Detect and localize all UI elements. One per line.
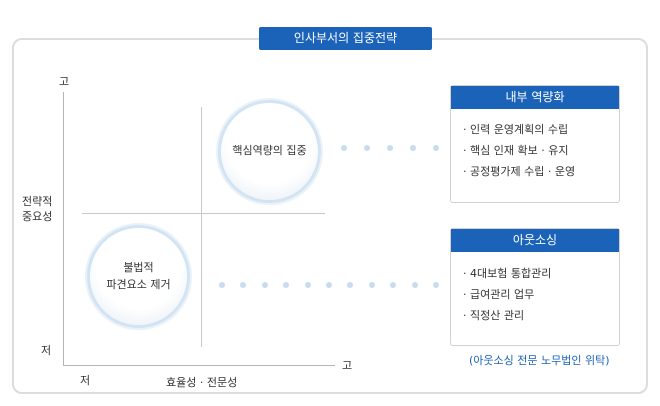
list-item: · 직정산 관리 bbox=[463, 309, 525, 322]
x-axis-low-label: 저 bbox=[80, 374, 91, 387]
connector-dot bbox=[364, 145, 370, 151]
diagram-title: 인사부서의 집중전략 bbox=[259, 27, 432, 50]
outsourcing-panel: 아웃소싱 · 4대보험 통합관리 · 급여관리 업무 · 직정산 관리 bbox=[450, 228, 620, 346]
illegal-dispatch-label-line1: 불법적 bbox=[123, 261, 154, 274]
internal-capability-panel: 내부 역량화 · 인력 운영계획의 수립 · 핵심 인재 확보 · 유지 · 공… bbox=[450, 85, 620, 203]
core-competency-label: 핵심역량의 집중 bbox=[232, 144, 307, 158]
connector-dots-bottom bbox=[219, 282, 439, 288]
connector-dot bbox=[347, 282, 354, 288]
list-item: · 핵심 인재 확보 · 유지 bbox=[463, 144, 569, 157]
connector-dot bbox=[411, 282, 418, 288]
connector-dot bbox=[368, 282, 375, 288]
quadrant-divider-horizontal bbox=[82, 213, 325, 214]
list-item: · 급여관리 업무 bbox=[463, 288, 535, 301]
y-axis-high-label: 고 bbox=[59, 75, 70, 88]
connector-dot bbox=[433, 145, 439, 151]
y-axis-title-line1: 전략적 bbox=[22, 195, 53, 208]
connector-dot bbox=[387, 145, 393, 151]
y-axis-title-line2: 중요성 bbox=[22, 210, 53, 223]
y-axis-low-label: 저 bbox=[41, 344, 52, 357]
connector-dot bbox=[219, 282, 225, 288]
illegal-dispatch-circle: 불법적 파견요소 제거 bbox=[90, 228, 187, 325]
connector-dot bbox=[304, 282, 311, 288]
quadrant-divider-vertical bbox=[201, 107, 202, 347]
list-item: · 4대보험 통합관리 bbox=[463, 267, 552, 280]
outsourcing-header: 아웃소싱 bbox=[451, 229, 619, 252]
internal-capability-header: 내부 역량화 bbox=[451, 86, 619, 109]
y-axis bbox=[63, 92, 64, 365]
connector-dot bbox=[261, 282, 268, 288]
x-axis-high-label: 고 bbox=[342, 359, 353, 372]
connector-dot bbox=[341, 145, 347, 151]
connector-dot bbox=[432, 282, 439, 288]
illegal-dispatch-label: 불법적 파견요소 제거 bbox=[106, 260, 170, 293]
core-competency-circle: 핵심역량의 집중 bbox=[221, 103, 318, 200]
list-item: · 공정평가제 수립 · 운영 bbox=[463, 165, 576, 178]
connector-dots-top bbox=[341, 145, 439, 151]
connector-dot bbox=[410, 145, 416, 151]
connector-dot bbox=[283, 282, 290, 288]
connector-dot bbox=[325, 282, 332, 288]
connector-dot bbox=[390, 282, 397, 288]
x-axis bbox=[63, 365, 335, 366]
outsourcing-note: (아웃소싱 전문 노무법인 위탁) bbox=[469, 354, 610, 367]
list-item: · 인력 운영계획의 수립 bbox=[463, 123, 569, 136]
illegal-dispatch-label-line2: 파견요소 제거 bbox=[106, 277, 171, 291]
connector-dot bbox=[240, 282, 247, 288]
x-axis-title: 효율성 · 전문성 bbox=[166, 376, 238, 389]
